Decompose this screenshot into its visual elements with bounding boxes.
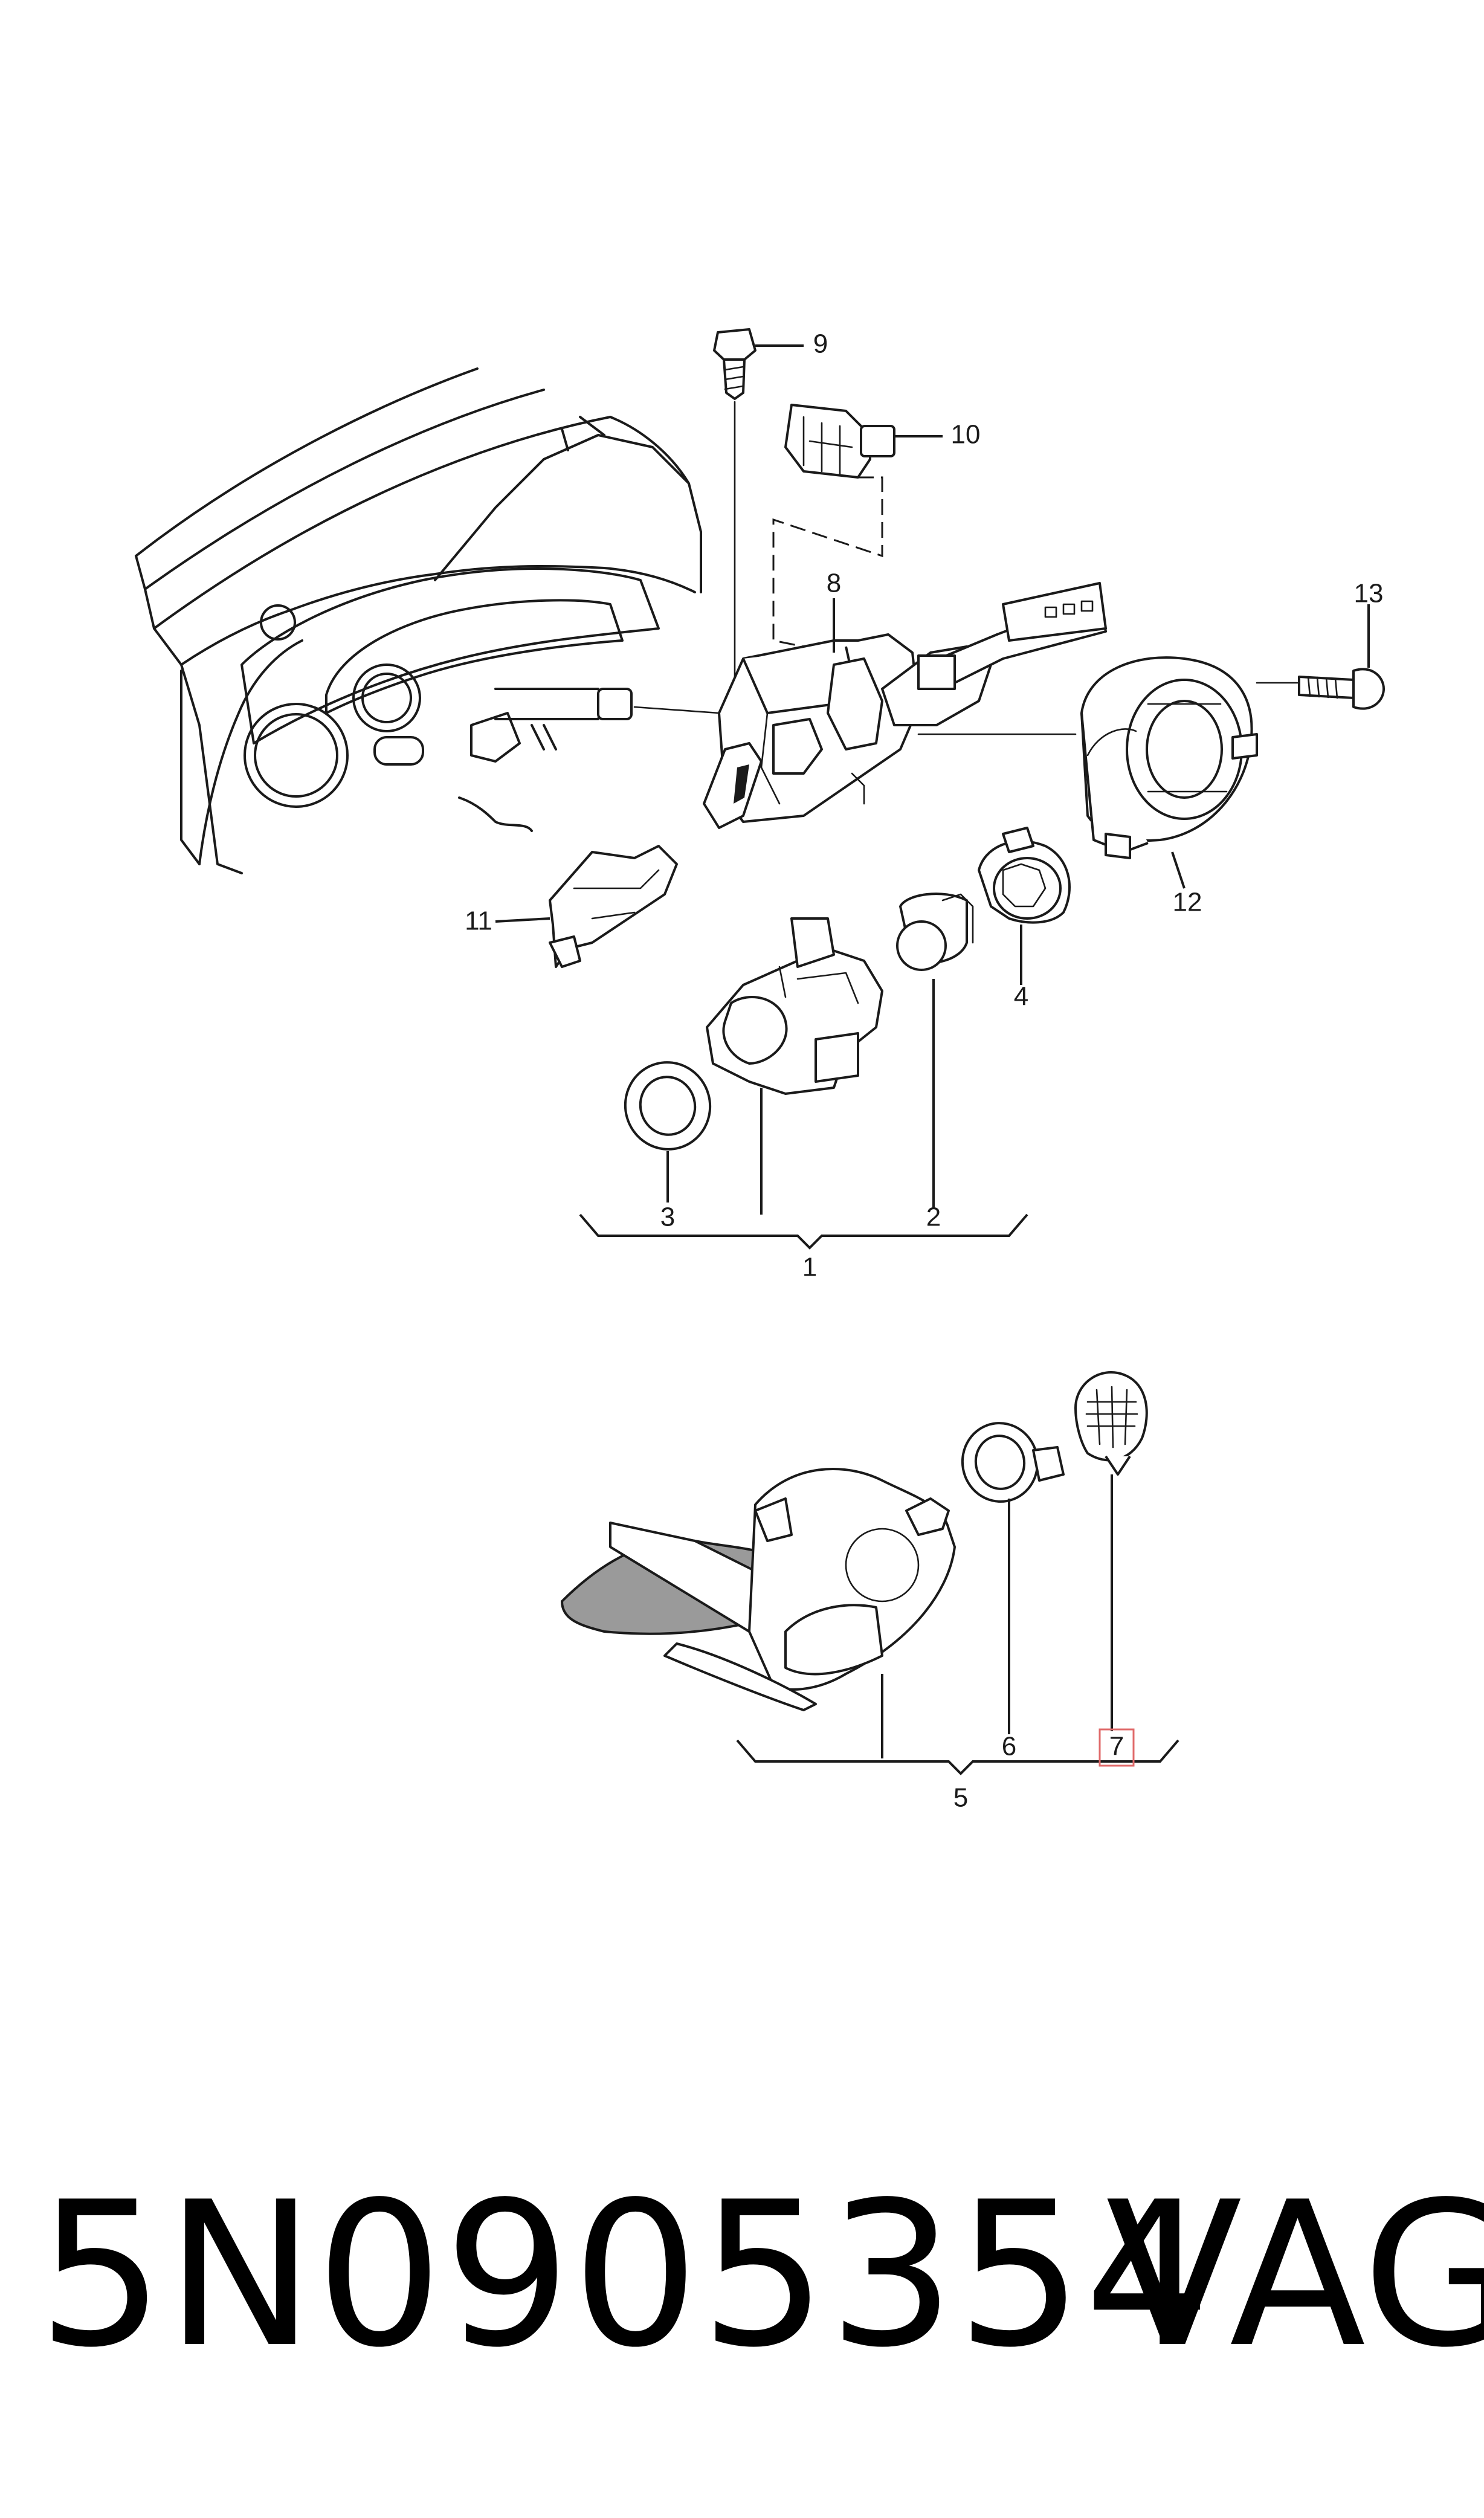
part-10-connector: [784, 404, 895, 479]
callout-2: 2: [926, 1203, 941, 1232]
dashboard-illustration: [135, 367, 702, 874]
callout-12: 12: [1173, 888, 1202, 917]
part-number-caption: 5N0905354: [37, 2159, 1213, 2391]
part-12-clock-spring: [1080, 656, 1258, 859]
callout-9: 9: [813, 329, 828, 359]
part-7-cover: [1074, 1371, 1148, 1476]
part-3-ring: [624, 1061, 712, 1151]
part-6-ring: [961, 1422, 1065, 1503]
callout-13: 13: [1354, 579, 1384, 609]
part-4-switch: [978, 827, 1071, 924]
callout-5: 5: [953, 1783, 968, 1813]
part-1-lock-housing: [706, 917, 883, 1095]
callout-1: 1: [802, 1253, 817, 1282]
callout-6: 6: [1002, 1732, 1016, 1761]
callout-7: 7: [1109, 1732, 1124, 1761]
callout-11: 11: [465, 906, 492, 936]
callout-8: 8: [827, 569, 841, 598]
callout-7-highlight: [1098, 1728, 1135, 1767]
callout-3: 3: [660, 1203, 675, 1232]
part-2-lock-cylinder: [896, 893, 974, 971]
part-5-trim-shroud: [561, 1468, 956, 1711]
part-8-combination-switch: [703, 582, 1107, 829]
part-9-bolt: [713, 328, 757, 400]
part-11-module: [549, 845, 678, 968]
callout-4: 4: [1014, 982, 1028, 1012]
callout-10: 10: [951, 420, 981, 450]
part-13-screw: [1298, 668, 1385, 710]
brand-caption: VAG: [1106, 2159, 1484, 2391]
